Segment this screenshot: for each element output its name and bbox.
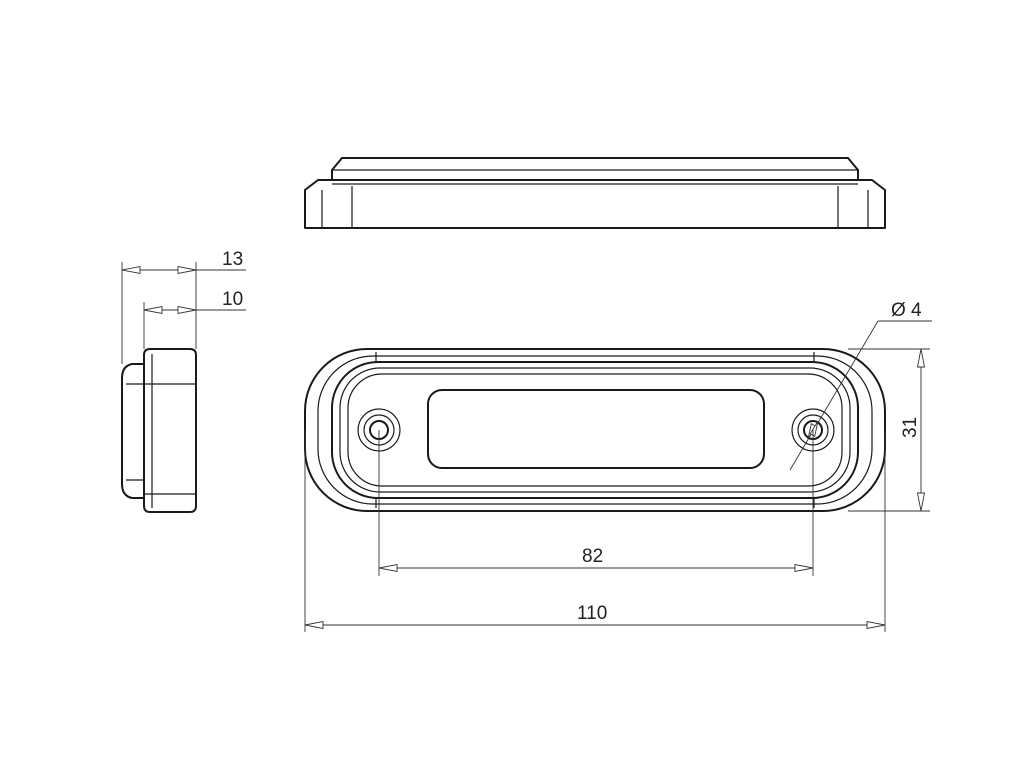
dimension-label: 82 — [582, 546, 603, 567]
dimension-arrow — [304, 620, 324, 630]
dimension-arrow — [143, 305, 163, 315]
dimension-arrow — [121, 265, 141, 275]
front-view — [304, 348, 886, 512]
side-view-lens — [121, 363, 145, 499]
front-view-bevel — [317, 355, 873, 505]
dimension-hole-spacing: 82 — [378, 430, 814, 576]
front-view-rim — [331, 361, 859, 499]
diameter-symbol: Ø — [891, 300, 906, 321]
front-view-lens-area — [347, 373, 843, 487]
dimension-height: 31 — [848, 348, 930, 512]
dimension-arrow — [809, 420, 819, 438]
dimension-label: 13 — [222, 249, 243, 270]
dimension-arrow — [378, 563, 398, 573]
front-view-rim-inner — [339, 367, 851, 493]
dimension-label: 4 — [911, 300, 922, 321]
dimension-label: 110 — [577, 603, 607, 624]
dimension-overall-length: 110 — [304, 430, 886, 632]
dimension-hole-diameter: Ø 4 — [789, 300, 932, 471]
dimension-arrow — [177, 305, 197, 315]
dimension-arrow — [916, 348, 926, 368]
top-view-raised-cap — [331, 157, 859, 181]
top-view-base — [304, 179, 886, 229]
dimension-arrow — [177, 265, 197, 275]
dimension-arrow — [794, 563, 814, 573]
side-view — [121, 348, 197, 513]
dimension-arrow — [916, 492, 926, 512]
leader-line — [789, 320, 879, 471]
top-view — [304, 157, 886, 229]
dimension-label: 31 — [900, 417, 921, 438]
dimension-arrow — [866, 620, 886, 630]
side-view-body — [143, 348, 197, 513]
light-window — [427, 389, 765, 469]
dimension-label: 10 — [222, 289, 243, 310]
dimension-depth-body: 10 — [143, 289, 246, 349]
dimension-depth-total: 13 — [121, 249, 246, 364]
